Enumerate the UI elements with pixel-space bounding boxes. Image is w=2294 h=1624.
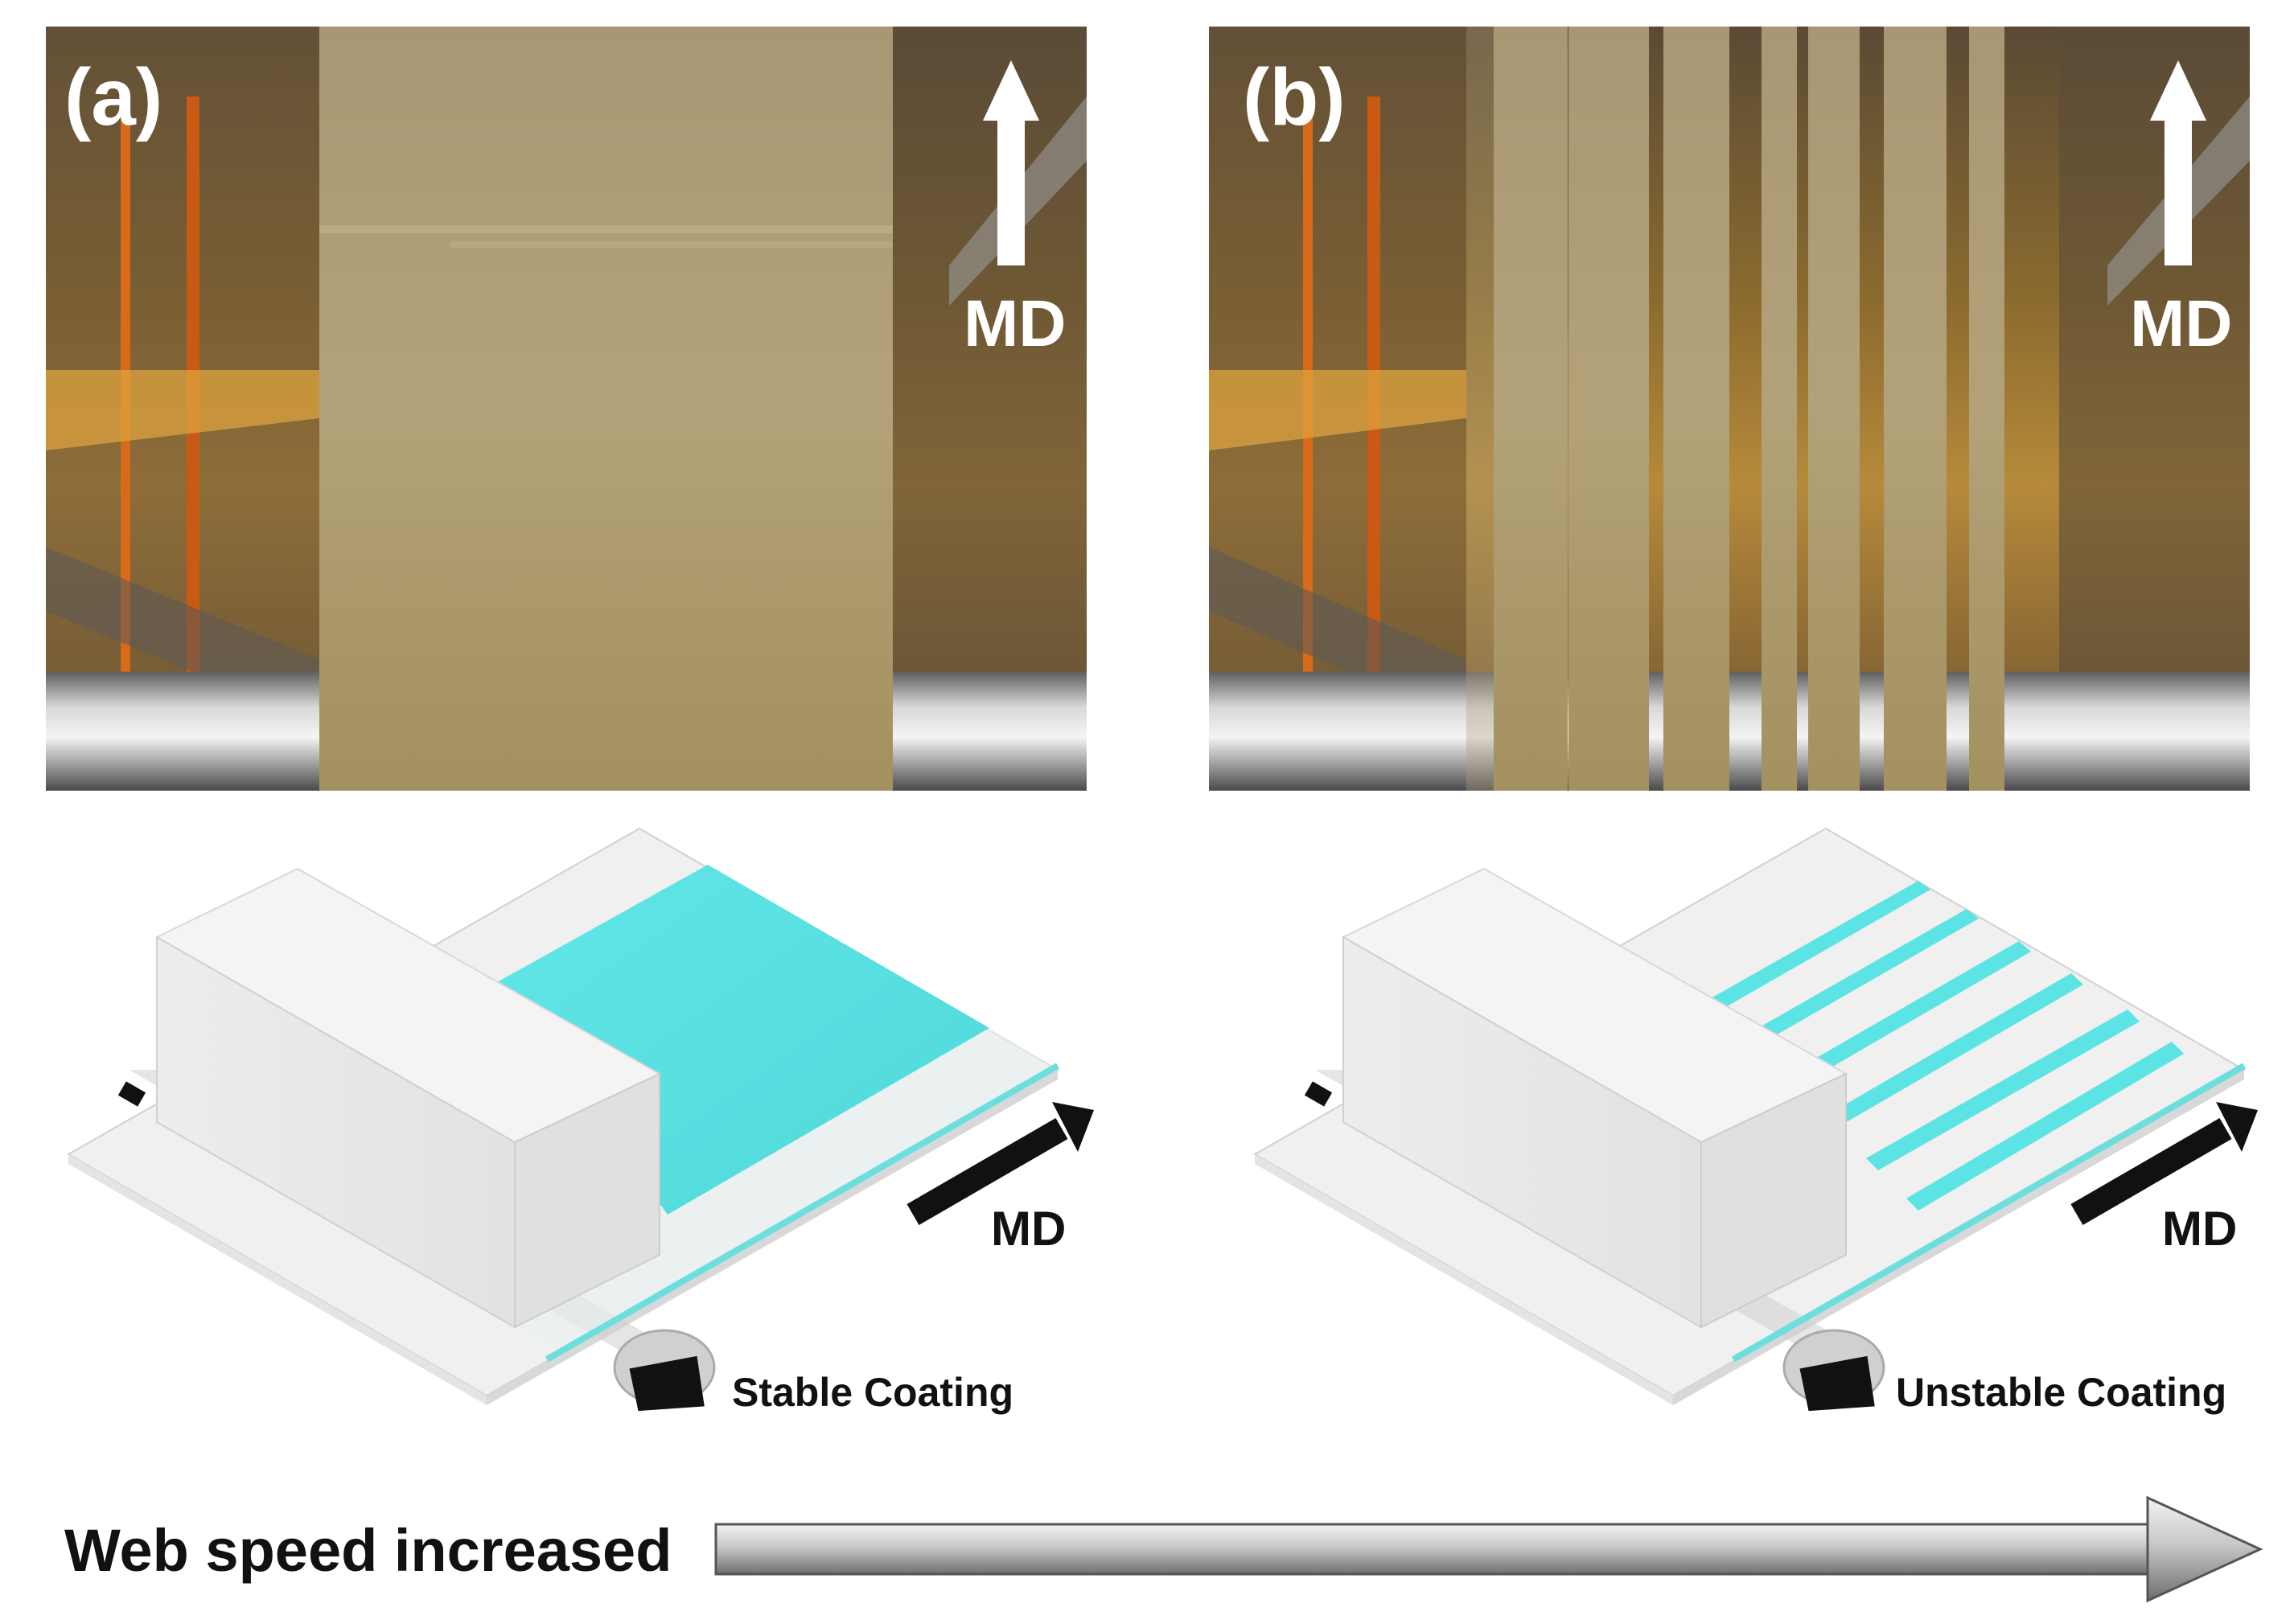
diagonal-arrow-icon xyxy=(906,1102,1094,1225)
coating-stripe xyxy=(1906,1042,2184,1211)
coating-stripe xyxy=(1705,881,1930,1012)
up-arrow-icon xyxy=(983,60,1039,265)
coating-stripe xyxy=(1822,973,2083,1129)
coating-stripe xyxy=(1494,27,1568,791)
coating-stripe xyxy=(1808,27,1860,791)
right-arrow-icon xyxy=(714,1495,2263,1603)
photo-a-md-label: MD xyxy=(964,287,1067,360)
photo-b: (b) MD xyxy=(1209,27,2250,791)
photo-a: (a) MD xyxy=(46,27,1087,791)
schematic-b: MD Unstable Coating xyxy=(1252,827,2258,1415)
up-arrow-icon xyxy=(2150,60,2206,265)
web-speed-label: Web speed increased xyxy=(64,1517,672,1584)
coating-stripe xyxy=(1866,1009,2140,1170)
photo-a-label: (a) xyxy=(64,52,162,142)
coating-stripe xyxy=(1762,27,1797,791)
coating-stripe xyxy=(1663,27,1729,791)
diagonal-arrow-icon xyxy=(2070,1102,2258,1225)
schematic-a: MD Stable Coating xyxy=(66,827,1094,1415)
schematic-a-caption: Stable Coating xyxy=(732,1370,1013,1415)
coating-stripe xyxy=(1741,909,1979,1048)
coating-stripe xyxy=(1568,27,1649,791)
coating-stripe xyxy=(1782,941,2031,1089)
schematic-b-md-label: MD xyxy=(2162,1202,2237,1256)
photo-b-label: (b) xyxy=(1243,52,1346,142)
schematic-b-caption: Unstable Coating xyxy=(1896,1370,2226,1415)
schematic-a-md-label: MD xyxy=(991,1202,1066,1256)
coating-stripe xyxy=(1969,27,2004,791)
coating-stripe xyxy=(1884,27,1947,791)
photo-b-md-label: MD xyxy=(2130,287,2233,360)
